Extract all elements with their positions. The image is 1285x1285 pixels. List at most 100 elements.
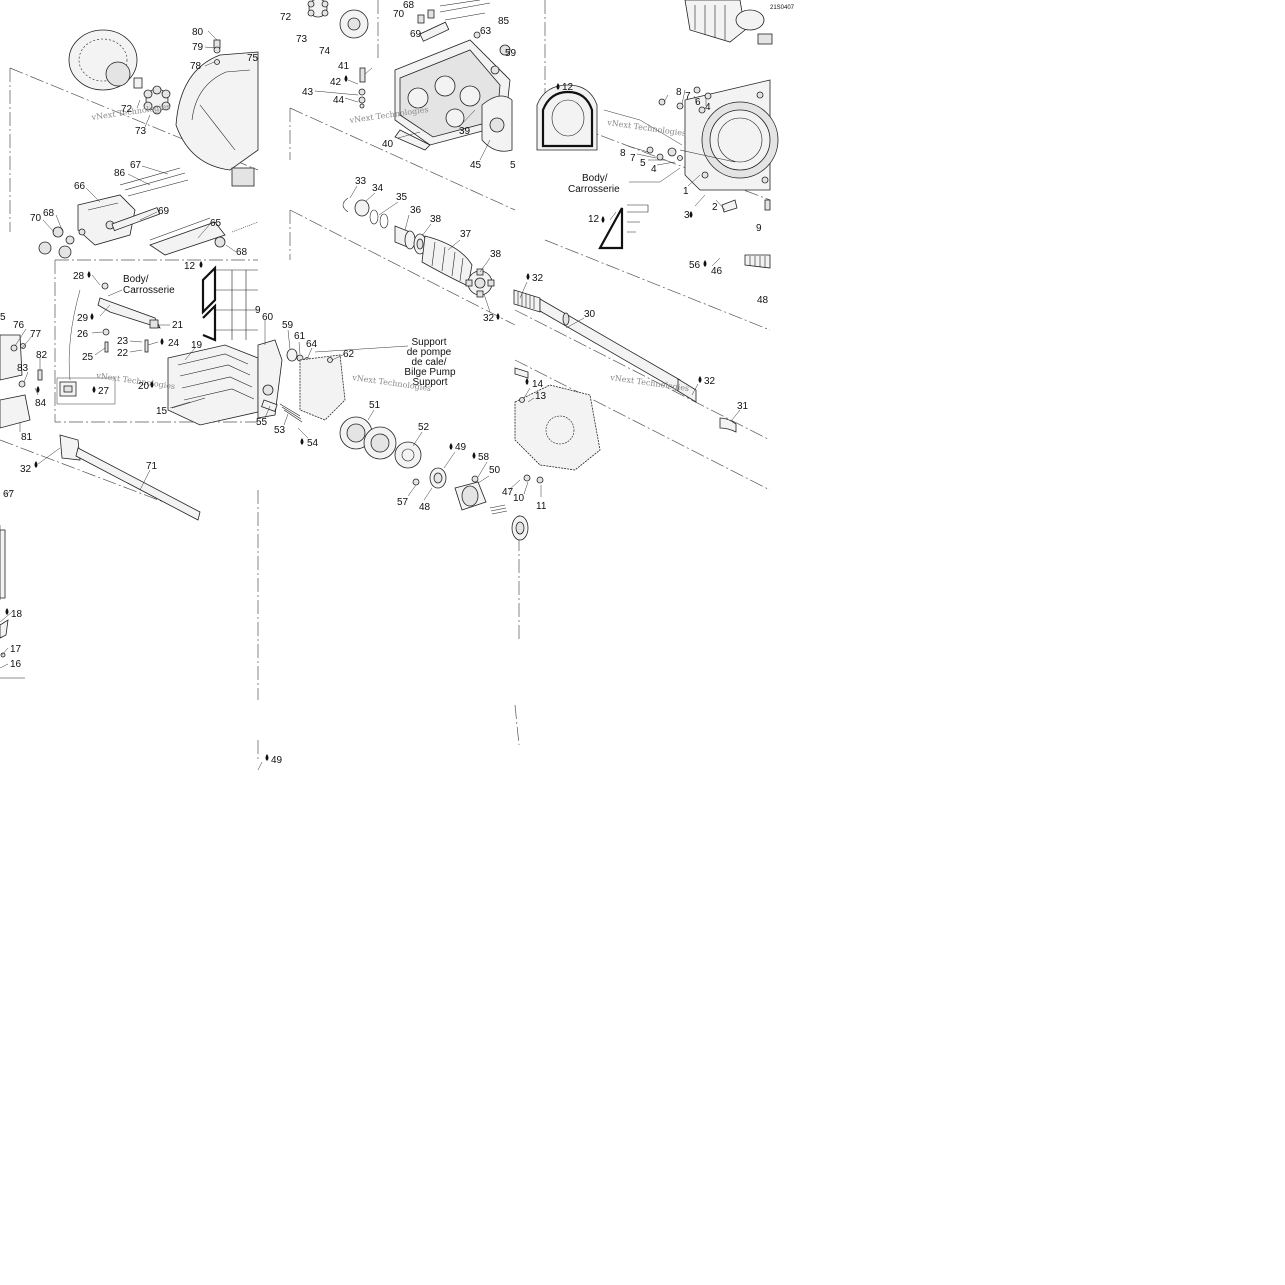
callout-22: 22 <box>117 348 129 359</box>
callout-71: 71 <box>146 461 158 472</box>
callout-26: 26 <box>77 329 89 340</box>
watermark: vNext Technologies <box>606 118 687 138</box>
callout-16: 16 <box>10 659 22 670</box>
lubricant-drop-icon <box>449 443 453 450</box>
callout-83: 83 <box>17 363 29 374</box>
lubricant-drop-icon <box>90 313 94 320</box>
diagram-code: 21S0407 <box>770 5 795 11</box>
callout-8: 8 <box>676 87 682 98</box>
callout-72: 72 <box>280 12 292 23</box>
lubricant-drop-icon <box>526 273 530 280</box>
watermark: vNext Technologies <box>609 373 690 393</box>
callout-5: 5 <box>510 160 516 171</box>
callout-61: 61 <box>294 331 306 342</box>
callout-38: 38 <box>490 249 502 260</box>
callout-60: 60 <box>262 312 274 323</box>
callout-34: 34 <box>372 183 384 194</box>
callout-19: 19 <box>191 340 203 351</box>
lubricant-drop-icon <box>160 338 164 345</box>
callout-35: 35 <box>396 192 408 203</box>
callout-69: 69 <box>410 29 422 40</box>
callout-46: 46 <box>711 266 723 277</box>
callout-72: 72 <box>121 104 133 115</box>
callout-68: 68 <box>403 0 415 11</box>
callout-25: 25 <box>82 352 94 363</box>
callout-47: 47 <box>502 487 514 498</box>
callout-2: 2 <box>712 202 718 213</box>
lubricant-drop-icon <box>87 271 91 278</box>
lubricant-drop-icon <box>525 378 529 385</box>
callout-67: 67 <box>3 489 15 500</box>
callout-51: 51 <box>369 400 381 411</box>
callout-62: 62 <box>343 349 355 360</box>
callout-41: 41 <box>338 61 350 72</box>
callout-86: 86 <box>114 168 126 179</box>
callout-58: 58 <box>478 452 490 463</box>
lubricant-drop-icon <box>496 313 500 320</box>
callout-67: 67 <box>130 160 142 171</box>
callout-1: 1 <box>683 186 689 197</box>
callout-48: 48 <box>757 295 769 306</box>
callout-76: 76 <box>13 320 25 331</box>
callout-36: 36 <box>410 205 422 216</box>
callout-33: 33 <box>355 176 367 187</box>
callout-5: 5 <box>640 158 646 169</box>
callout-32: 32 <box>20 464 32 475</box>
callout-66: 66 <box>74 181 86 192</box>
callout-59: 59 <box>282 320 294 331</box>
lubricant-drop-icon <box>5 608 9 615</box>
callout-12: 12 <box>562 82 574 93</box>
callout-70: 70 <box>30 213 42 224</box>
bearing-bracket-group <box>257 339 529 541</box>
callout-70: 70 <box>393 9 405 20</box>
callout-7: 7 <box>685 91 691 102</box>
callout-57: 57 <box>397 497 409 508</box>
callout-32: 32 <box>532 273 544 284</box>
callout-73: 73 <box>296 34 308 45</box>
callout-6: 6 <box>695 97 701 108</box>
callout-42: 42 <box>330 77 342 88</box>
callout-8: 8 <box>620 148 626 159</box>
body-label: Body/Carrosserie <box>123 274 175 296</box>
callout-44: 44 <box>333 95 345 106</box>
callout-12: 12 <box>588 214 600 225</box>
callout-30: 30 <box>584 309 596 320</box>
lubricant-drop-icon <box>601 216 605 223</box>
callout-38: 38 <box>430 214 442 225</box>
callout-13: 13 <box>535 391 547 402</box>
callout-31: 31 <box>737 401 749 412</box>
lubricant-drop-icon <box>556 83 560 90</box>
callout-68: 68 <box>43 208 55 219</box>
callout-27: 27 <box>98 386 110 397</box>
lubricant-drop-icon <box>300 438 304 445</box>
callout-75: 75 <box>247 53 259 64</box>
lubricant-drop-icon <box>265 754 269 761</box>
callout-80: 80 <box>192 27 204 38</box>
coupler-housing-group <box>68 29 259 187</box>
callout-69: 69 <box>158 206 170 217</box>
callout-82: 82 <box>36 350 48 361</box>
bracket-inset-group <box>56 265 259 426</box>
callout-18: 18 <box>11 609 23 620</box>
lubricant-drop-icons <box>5 75 707 761</box>
callout-54: 54 <box>307 438 319 449</box>
support-plate-group <box>307 0 513 152</box>
callout-4: 4 <box>705 102 711 113</box>
callout-43: 43 <box>302 87 314 98</box>
lubricant-drop-icon <box>698 376 702 383</box>
callout-84: 84 <box>35 398 47 409</box>
callout-9: 9 <box>255 305 261 316</box>
drive-shaft-group <box>342 197 737 433</box>
callout-37: 37 <box>460 229 472 240</box>
lubricant-drop-icon <box>344 75 348 82</box>
callout-9: 9 <box>756 223 762 234</box>
callout-49: 49 <box>455 442 467 453</box>
callout-63: 63 <box>480 26 492 37</box>
callout-85: 85 <box>498 16 510 27</box>
callout-21: 21 <box>172 320 184 331</box>
callout-59: 59 <box>505 48 517 59</box>
callout-39: 39 <box>459 126 471 137</box>
callout-5: 5 <box>0 312 6 323</box>
